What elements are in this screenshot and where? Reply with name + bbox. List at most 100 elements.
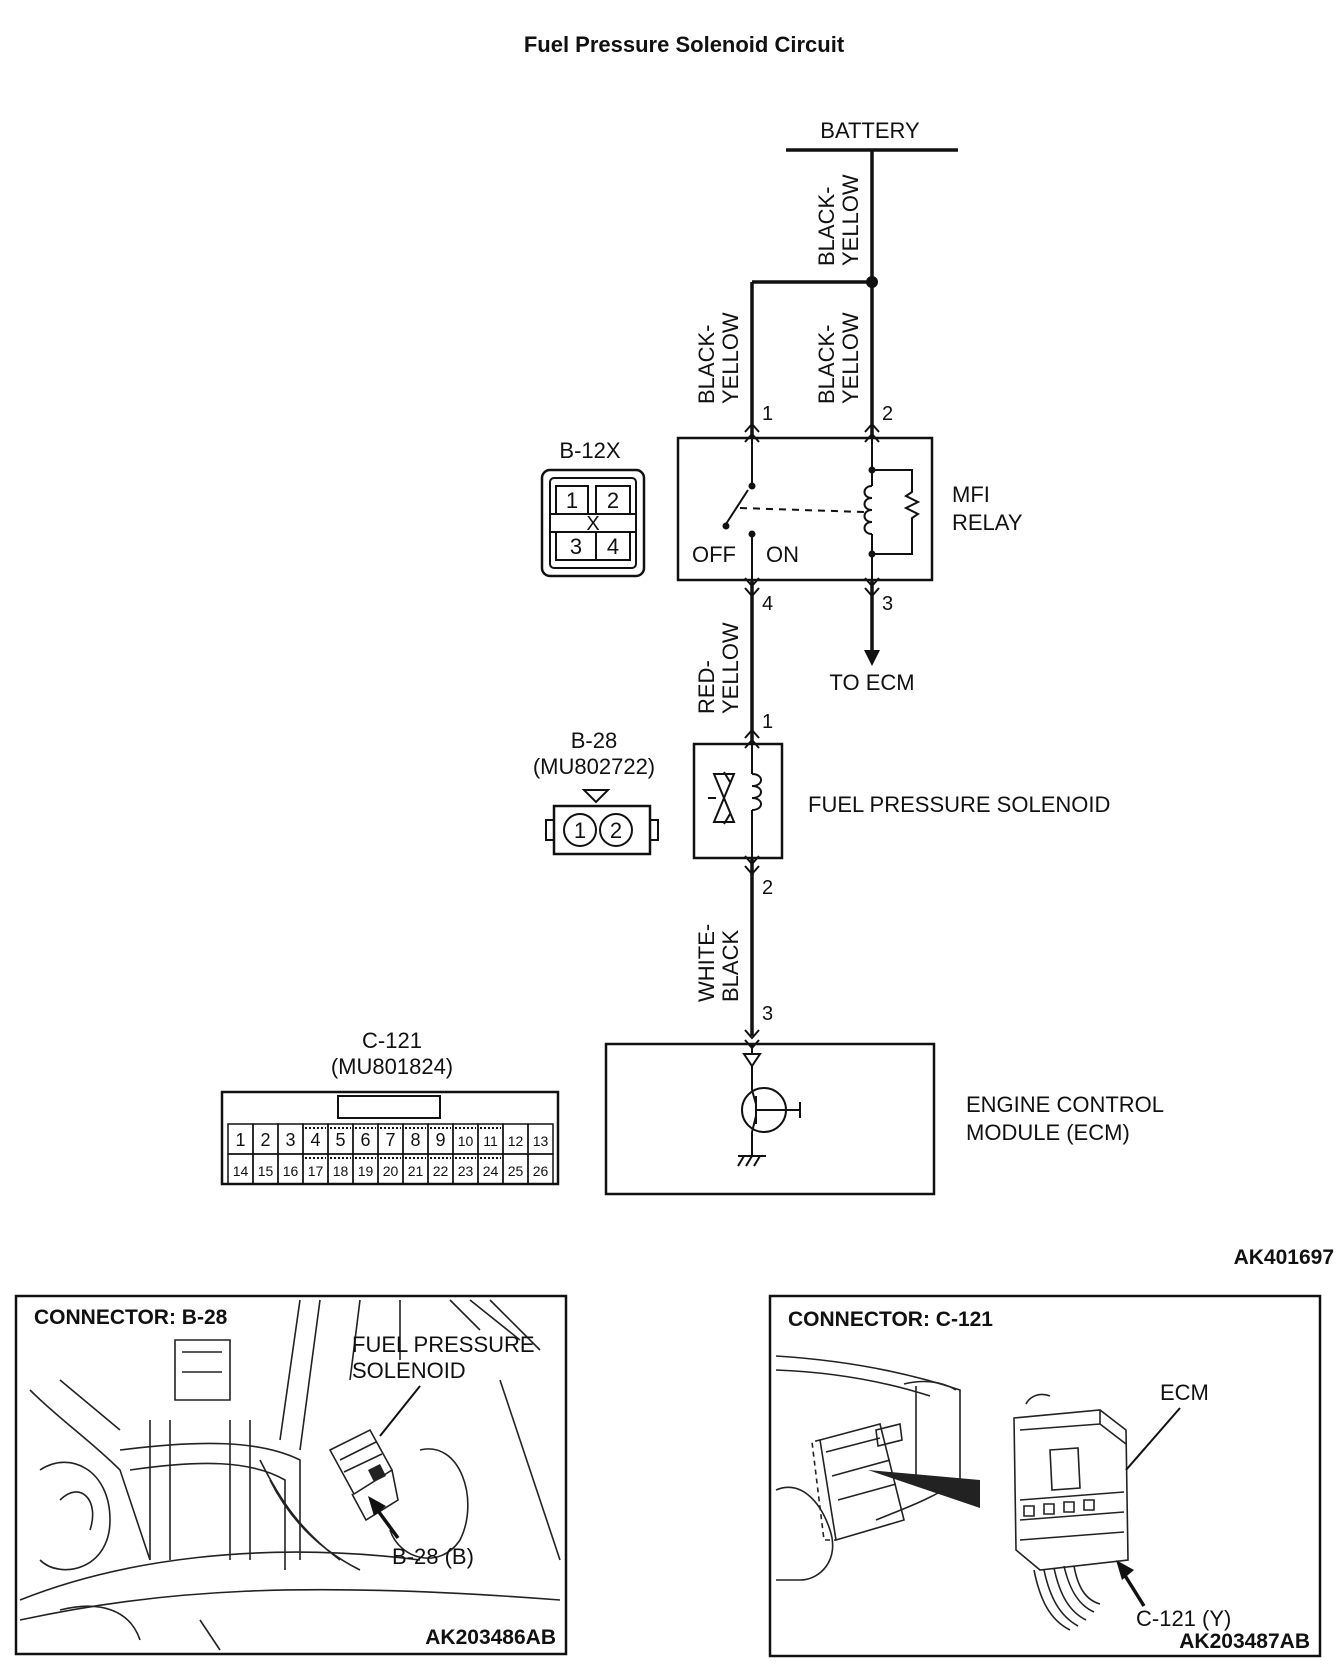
relay-contact [748,482,756,490]
c121-cell [527,1153,554,1185]
connector-c121-part-number: (MU801824) [331,1054,453,1079]
solenoid-pin-2: 2 [762,877,773,899]
relay-label-line1: MFI [952,482,990,507]
solenoid-coil [751,773,762,811]
connector-c121-name: C-121 [362,1028,422,1053]
solenoid-valve-symbol [708,771,736,825]
svg-text:WHITE-: WHITE- [694,924,719,1002]
relay-linkage [739,507,865,513]
c121-cell-label: 23 [458,1163,474,1179]
b28-cell-2: 2 [610,818,622,843]
c121-cell-label: 16 [283,1163,299,1179]
panel-b28-frame [14,1294,568,1656]
c121-cell-label: 22 [433,1163,449,1179]
zoom-wedge [868,1470,980,1508]
relay-label-line2: RELAY [952,510,1023,535]
b12x-cell-2: 2 [607,488,619,513]
label-relay-to-solenoid-wire: RED- YELLOW [694,622,743,714]
ground-icon [737,1155,766,1167]
c121-cell-label: 18 [333,1163,349,1179]
c121-cell-label: 21 [408,1163,424,1179]
ecm-label-line1: ENGINE CONTROL [966,1092,1164,1117]
terminal-mark [744,422,760,443]
connector-b28-part-number: (MU802722) [533,754,655,779]
engine-bay-illustration [19,1299,561,1651]
pointer-arrow [374,1506,400,1540]
c121-cell-label: 17 [308,1163,324,1179]
terminal-mark [864,422,880,443]
panel-b28-callout-line2: SOLENOID [352,1358,466,1383]
battery-label: BATTERY [820,118,920,143]
to-ecm-label: TO ECM [829,670,914,695]
connector-b28: B-28 (MU802722) 1 2 [533,728,659,856]
panel-c121-image-id: AK203487AB [1179,1630,1310,1653]
pointer-arrowhead [368,1496,386,1516]
c121-cell-label: 4 [310,1130,320,1150]
c121-cell-label: 24 [483,1163,499,1179]
solenoid-label: FUEL PRESSURE SOLENOID [808,792,1110,817]
svg-text:YELLOW: YELLOW [718,622,743,714]
c121-cell-label: 11 [483,1133,498,1149]
relay-pin-2: 2 [882,403,893,425]
ecm-input-diode [742,1044,762,1090]
svg-text:BLACK-: BLACK- [814,325,839,404]
splice-dot [866,276,878,288]
label-solenoid-to-ecm-wire: WHITE- BLACK [694,924,743,1002]
c121-cell-label: 5 [335,1130,345,1150]
panel-c121-frame [768,1294,1322,1658]
relay-resistor [872,469,921,555]
b28-latch [649,819,659,841]
ecm-pin-3: 3 [762,1003,773,1025]
pointer-arrowhead [1116,1560,1134,1580]
panel-c121: CONNECTOR: C-121 ECM C-121 (Y) AK203487A… [768,1294,1322,1658]
c121-cell-label: 20 [383,1163,399,1179]
relay-off-label: OFF [692,542,736,567]
label-battery-feed: BLACK- YELLOW [814,174,863,266]
b12x-housing [540,468,646,578]
svg-text:YELLOW: YELLOW [838,174,863,266]
solenoid-connector-illustration [328,1428,399,1522]
panel-b28-heading: CONNECTOR: B-28 [34,1306,228,1329]
svg-text:BLACK-: BLACK- [694,325,719,404]
b12x-cell-1: 1 [566,488,578,513]
b12x-x-mark: X [586,513,599,535]
c121-cell-label: 8 [410,1130,420,1150]
ecm-label-line2: MODULE (ECM) [966,1120,1130,1145]
relay-coil [863,485,873,535]
connector-b12x-name: B-12X [559,438,620,463]
mfi-relay-box [676,436,934,582]
panel-c121-heading: CONNECTOR: C-121 [788,1308,993,1331]
diagram-id: AK401697 [1234,1246,1334,1269]
panel-b28: CONNECTOR: B-28 FUEL PRESSURE SOLENOID B… [14,1294,568,1656]
callout-leader [379,1385,421,1437]
panel-b28-pointer-label: B-28 (B) [392,1544,474,1569]
panel-b28-callout-line1: FUEL PRESSURE [352,1332,535,1357]
panel-c121-callout: ECM [1160,1380,1209,1405]
c121-cell-label: 15 [258,1163,274,1179]
ecm-unit-illustration [1013,1393,1129,1631]
ecm-box [604,1042,936,1196]
relay-switch-arm [725,489,749,525]
b28-key-mark [581,789,611,804]
c121-cell-label: 19 [358,1163,374,1179]
svg-text:YELLOW: YELLOW [838,312,863,404]
b28-housing [552,804,652,856]
c121-lock [337,1095,441,1119]
to-ecm-arrowhead [864,650,880,666]
c121-cell-label: 2 [260,1130,270,1150]
c121-cell-label: 12 [508,1133,524,1149]
relay-pin-3: 3 [882,593,893,615]
panel-c121-pointer-label: C-121 (Y) [1136,1606,1231,1631]
c121-cell-label: 7 [385,1130,395,1150]
dashboard-illustration [775,1355,961,1581]
svg-text:RED-: RED- [694,660,719,714]
pointer-arrow [1122,1573,1146,1607]
solenoid-box [692,742,784,860]
c121-cell-label: 6 [360,1130,370,1150]
c121-cell-label: 14 [233,1163,249,1179]
label-relay-pin2-wire: BLACK- YELLOW [814,312,863,404]
panel-b28-image-id: AK203486AB [425,1626,556,1649]
callout-leader [1125,1407,1181,1471]
